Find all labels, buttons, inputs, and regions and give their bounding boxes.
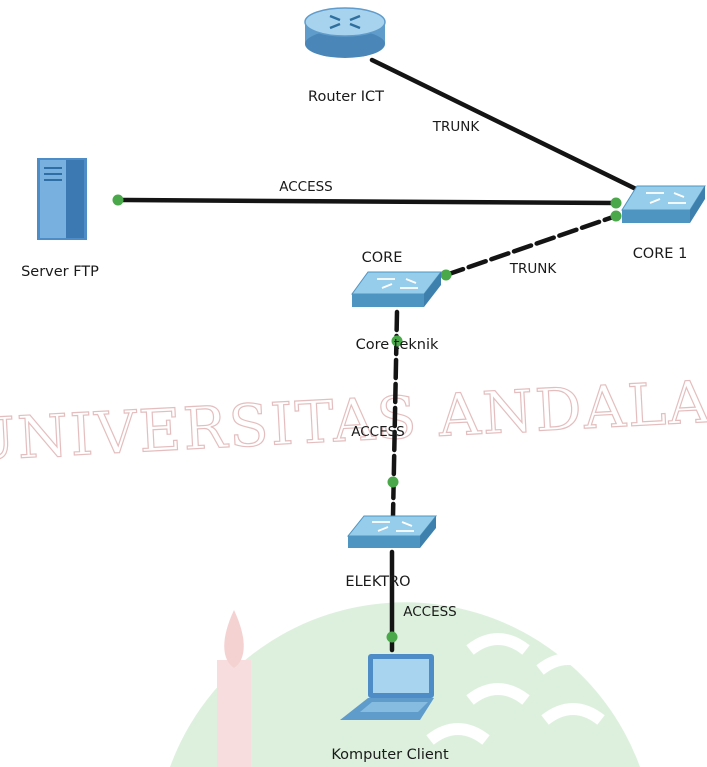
komputer-client[interactable]: Komputer Client xyxy=(331,654,449,763)
port-core-trunk xyxy=(440,269,452,281)
port-client xyxy=(386,631,398,643)
cable-server-core1 xyxy=(115,197,619,206)
link-label-router-core1: TRUNK xyxy=(432,119,481,135)
port-core1-access xyxy=(610,197,622,209)
server-ftp[interactable]: Server FTP xyxy=(21,158,99,280)
core-teknik-label: Core teknik xyxy=(356,337,439,353)
core-label: CORE xyxy=(362,250,403,266)
watermark-text: UNIVERSITAS ANDALAS xyxy=(0,365,707,474)
switch-core1[interactable]: CORE 1 xyxy=(621,185,706,262)
port-server xyxy=(112,194,124,206)
switch-elektro[interactable]: ELEKTRO xyxy=(345,515,438,590)
switch-icon xyxy=(621,185,706,223)
cable-core-core1 xyxy=(443,213,619,278)
cable-router-core1 xyxy=(369,57,641,193)
client-label: Komputer Client xyxy=(331,747,449,763)
router-icon xyxy=(304,7,386,58)
laptop-icon xyxy=(340,654,434,720)
switch-core[interactable]: CORE Core teknik xyxy=(351,250,443,353)
port-core1-trunk xyxy=(610,210,622,222)
router-label: Router ICT xyxy=(308,89,384,105)
switch-icon xyxy=(346,515,438,548)
link-label-server-core1: ACCESS xyxy=(279,179,333,195)
port-core-access xyxy=(391,335,403,347)
router-ict[interactable]: Router ICT xyxy=(304,7,386,105)
link-label-elektro-client: ACCESS xyxy=(403,604,457,620)
server-label: Server FTP xyxy=(21,264,99,280)
link-label-core-elektro: ACCESS xyxy=(351,424,405,440)
port-elektro-up xyxy=(387,476,399,488)
port-indicators xyxy=(112,194,622,643)
link-label-core-core1: TRUNK xyxy=(509,261,558,277)
switch-icon xyxy=(351,271,443,307)
core1-label: CORE 1 xyxy=(633,246,688,262)
elektro-label: ELEKTRO xyxy=(345,574,410,590)
cables xyxy=(115,57,641,653)
link-labels: TRUNK ACCESS TRUNK ACCESS ACCESS xyxy=(279,119,557,620)
server-icon xyxy=(37,158,87,240)
